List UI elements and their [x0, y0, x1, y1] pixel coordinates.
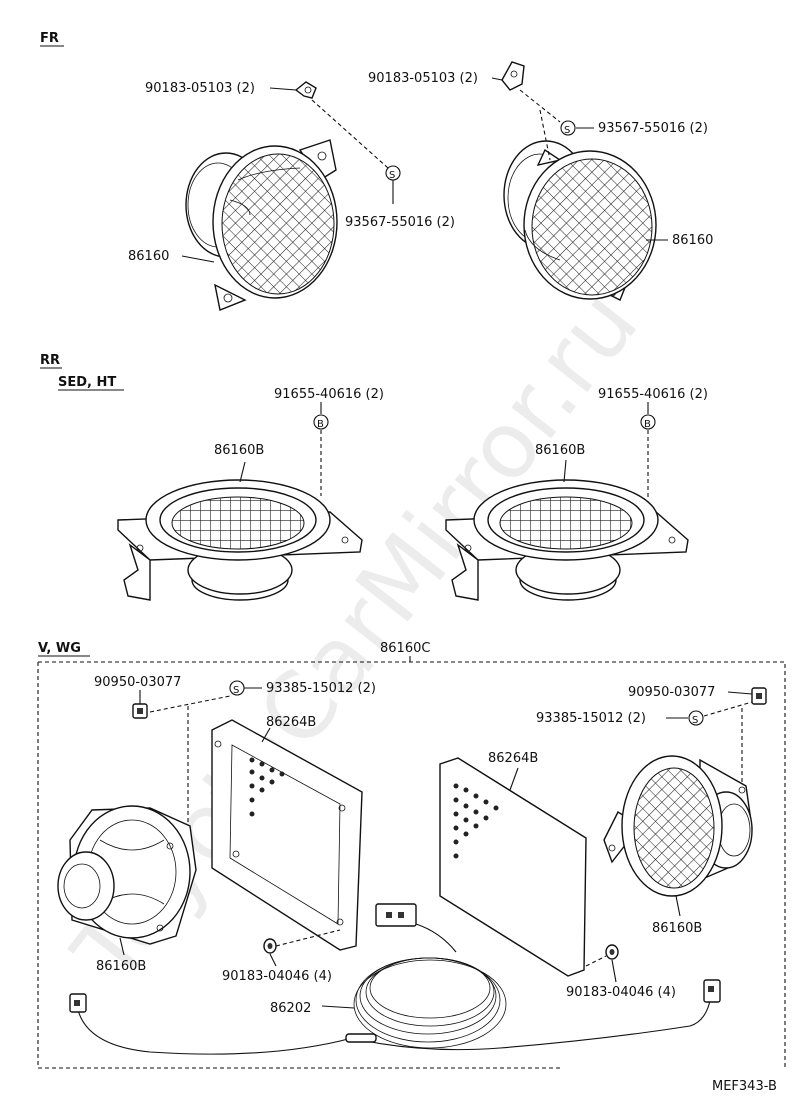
front-clip-left	[294, 81, 317, 99]
wire-connector-left	[69, 993, 87, 1013]
section-front-label: FR	[40, 31, 59, 46]
label-vwg-screw-right: 93385-15012 (2)	[536, 711, 646, 726]
bolt-badge-rr-right: B	[640, 414, 656, 430]
label-vwg-clip-right: 90950-03077	[628, 685, 715, 700]
label-rr-speaker-right: 86160B	[535, 443, 585, 458]
label-vwg-clip-left: 90950-03077	[94, 675, 181, 690]
svg-text:B: B	[317, 419, 324, 430]
front-speaker-right	[503, 140, 657, 301]
wire-connector-right	[703, 979, 721, 1003]
label-vwg-bracket-left: 86264B	[266, 715, 316, 730]
label-fr-screw-right: 93567-55016 (2)	[598, 121, 708, 136]
label-fr-screw-left: 93567-55016 (2)	[345, 215, 455, 230]
label-vwg-bracket-right: 86264B	[488, 751, 538, 766]
label-vwg-assembly: 86160C	[380, 641, 430, 656]
label-vwg-speaker-right: 86160B	[652, 921, 702, 936]
label-rr-screw-left: 91655-40616 (2)	[274, 387, 384, 402]
label-vwg-nut-right: 90183-04046 (4)	[566, 985, 676, 1000]
label-vwg-wire: 86202	[270, 1001, 311, 1016]
rear-speaker-left	[117, 479, 363, 601]
svg-text:S: S	[233, 685, 239, 696]
diagram-code: MEF343-B	[712, 1079, 777, 1094]
svg-text:B: B	[644, 419, 651, 430]
label-rr-screw-right: 91655-40616 (2)	[598, 387, 708, 402]
vwg-clip-left	[132, 703, 148, 719]
front-speaker-left	[185, 139, 338, 311]
vwg-bracket-right	[439, 757, 587, 977]
label-fr-speaker-right: 86160	[672, 233, 713, 248]
vwg-nut-left	[263, 938, 277, 954]
section-vwg-label: V, WG	[38, 641, 81, 656]
vwg-speaker-left	[57, 805, 197, 945]
assembly-boundary	[37, 661, 786, 1069]
label-fr-clip-right: 90183-05103 (2)	[368, 71, 478, 86]
vwg-bracket-left	[211, 719, 363, 951]
label-fr-clip-left: 90183-05103 (2)	[145, 81, 255, 96]
svg-text:S: S	[692, 715, 698, 726]
label-vwg-speaker-left: 86160B	[96, 959, 146, 974]
screw-badge-vwg-right: S	[688, 710, 704, 726]
screw-badge-fr-left: S	[385, 165, 401, 181]
label-rr-speaker-left: 86160B	[214, 443, 264, 458]
section-rear-label: RR	[40, 353, 60, 368]
svg-text:S: S	[564, 125, 570, 136]
bolt-badge-rr-left: B	[313, 414, 329, 430]
screw-badge-vwg-left: S	[229, 680, 245, 696]
vwg-speaker-right	[603, 755, 753, 897]
vwg-clip-right	[751, 687, 767, 705]
label-vwg-nut-left: 90183-04046 (4)	[222, 969, 332, 984]
screw-badge-fr-right: S	[560, 120, 576, 136]
rear-speaker-right	[445, 479, 689, 601]
front-clip-right	[501, 61, 525, 91]
label-vwg-screw-left: 93385-15012 (2)	[266, 681, 376, 696]
vwg-nut-right	[605, 944, 619, 960]
svg-text:S: S	[389, 170, 395, 181]
wire-harness	[77, 903, 713, 1055]
label-fr-speaker-left: 86160	[128, 249, 169, 264]
section-rear-sub-label: SED, HT	[58, 375, 116, 390]
